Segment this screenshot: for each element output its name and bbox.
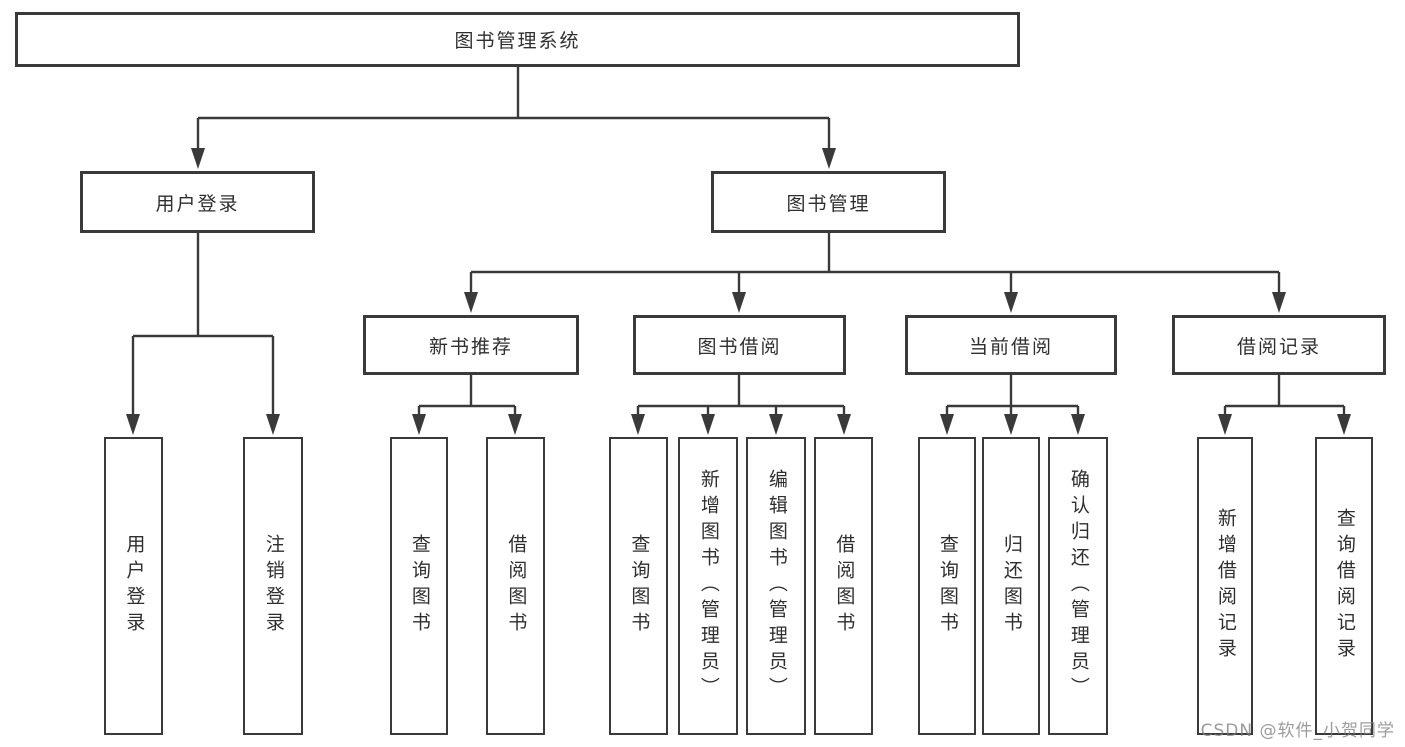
node-book-management: 图书管理: [711, 171, 946, 233]
leaf-borrow-books-2: 借阅图书: [814, 437, 873, 735]
leaf-borrow-books-1: 借阅图书: [486, 437, 545, 735]
leaf-return-books-label: 归还图书: [1000, 534, 1023, 638]
node-new-book-recommend-label: 新书推荐: [428, 335, 513, 358]
connector-newbooks-to-leaves: [417, 375, 517, 417]
node-current-borrowing-label: 当前借阅: [968, 335, 1053, 358]
csdn-watermark: CSDN @软件_小贺同学: [1200, 721, 1395, 741]
leaf-add-borrow-record-label: 新增借阅记录: [1214, 508, 1237, 664]
leaf-edit-books-admin-label: 编辑图书（管理员）: [765, 469, 788, 703]
node-book-borrowing-label: 图书借阅: [697, 335, 782, 358]
leaf-query-books-2-label: 查询图书: [628, 534, 651, 638]
node-user-login: 用户登录: [80, 171, 315, 233]
leaf-query-books-1: 查询图书: [390, 437, 448, 735]
node-user-login-label: 用户登录: [155, 192, 240, 215]
leaf-query-books-3: 查询图书: [918, 437, 976, 735]
node-current-borrowing: 当前借阅: [905, 315, 1117, 375]
leaf-add-borrow-record: 新增借阅记录: [1197, 437, 1253, 735]
leaf-add-books-admin: 新增图书（管理员）: [678, 437, 738, 735]
leaf-return-books: 归还图书: [982, 437, 1040, 735]
node-new-book-recommend: 新书推荐: [363, 315, 579, 375]
leaf-confirm-return-admin-label: 确认归还（管理员）: [1067, 469, 1090, 703]
leaf-borrow-books-2-label: 借阅图书: [833, 534, 856, 638]
arrowheads: [126, 148, 1351, 435]
connector-borrowrecords-to-leaves: [1223, 375, 1346, 417]
leaf-query-borrow-record: 查询借阅记录: [1315, 437, 1373, 735]
leaf-query-borrow-record-label: 查询借阅记录: [1333, 508, 1356, 664]
node-borrowing-records-label: 借阅记录: [1236, 335, 1321, 358]
connector-bookborrow-to-leaves: [636, 375, 846, 417]
connector-root-to-level2: [196, 67, 831, 150]
leaf-logout-label: 注销登录: [262, 534, 285, 638]
node-book-borrowing: 图书借阅: [633, 315, 846, 375]
connector-userlogin-to-leaves: [131, 233, 275, 417]
leaf-user-login-label: 用户登录: [123, 534, 146, 638]
connector-bookmgmt-to-level3: [469, 233, 1281, 295]
node-borrowing-records: 借阅记录: [1172, 315, 1386, 375]
leaf-logout: 注销登录: [243, 437, 303, 735]
leaf-confirm-return-admin: 确认归还（管理员）: [1048, 437, 1108, 735]
leaf-query-books-1-label: 查询图书: [408, 534, 431, 638]
leaf-edit-books-admin: 编辑图书（管理员）: [746, 437, 806, 735]
connector-currentborrow-to-leaves: [945, 375, 1080, 417]
node-book-management-label: 图书管理: [786, 192, 871, 215]
leaf-add-books-admin-label: 新增图书（管理员）: [697, 469, 720, 703]
leaf-query-books-3-label: 查询图书: [936, 534, 959, 638]
leaf-borrow-books-1-label: 借阅图书: [505, 534, 528, 638]
node-root-system: 图书管理系统: [15, 12, 1020, 67]
leaf-query-books-2: 查询图书: [609, 437, 668, 735]
node-root-label: 图书管理系统: [454, 30, 581, 52]
leaf-user-login: 用户登录: [104, 437, 163, 735]
